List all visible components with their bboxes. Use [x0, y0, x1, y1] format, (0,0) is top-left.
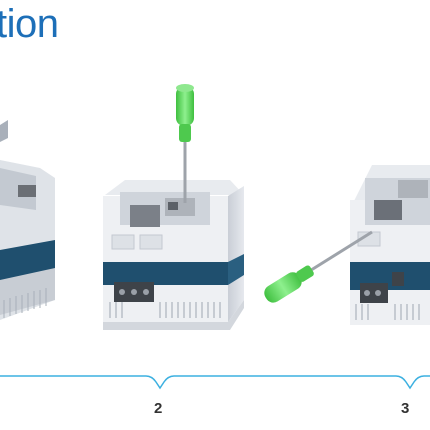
- step-bracket: [0, 375, 430, 390]
- screwdriver-icon: [176, 84, 194, 203]
- drive-unit-2: [103, 180, 244, 330]
- step-number-3: 3: [401, 400, 410, 417]
- drive-unit-1: [0, 120, 55, 320]
- step-number-2: 2: [154, 400, 163, 417]
- screwdriver-icon: [264, 230, 373, 303]
- page-title: tion: [0, 2, 59, 46]
- drive-unit-3: [350, 165, 430, 325]
